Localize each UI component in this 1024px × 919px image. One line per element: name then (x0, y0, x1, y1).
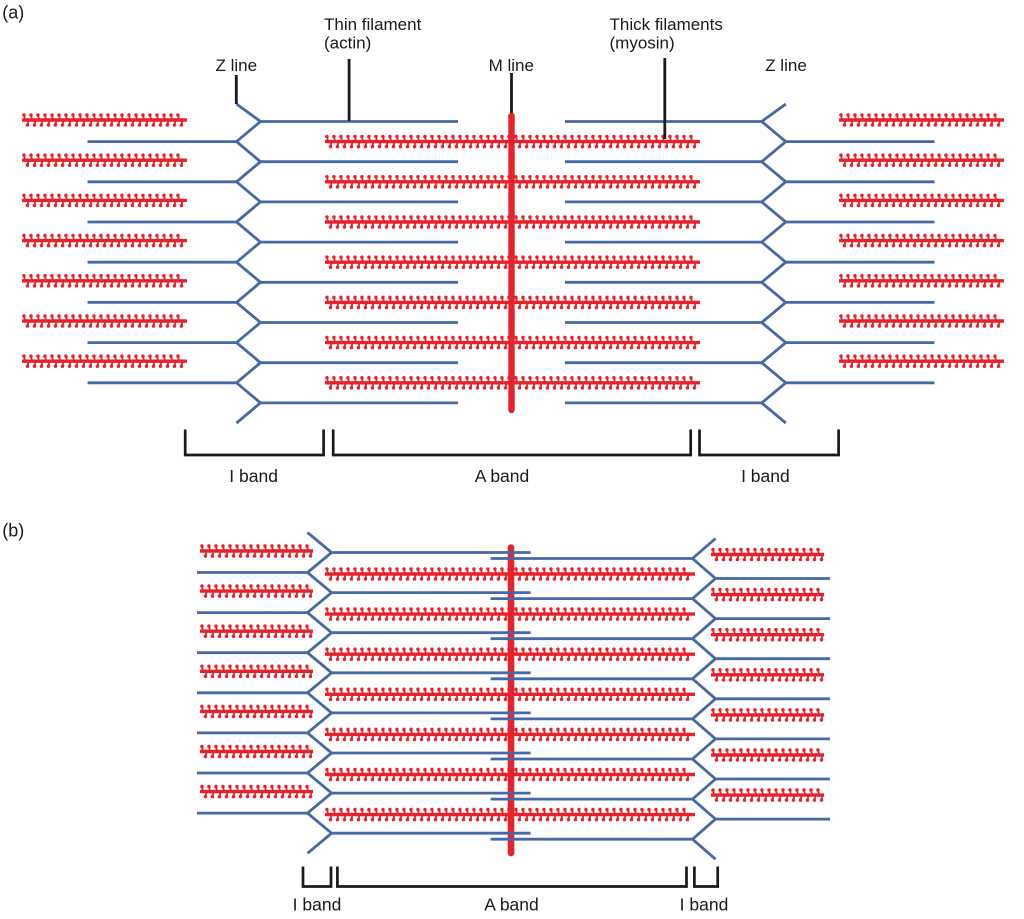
svg-text:I band: I band (229, 466, 278, 486)
svg-text:I band: I band (680, 895, 729, 915)
svg-text:M line: M line (489, 56, 534, 75)
svg-text:I band: I band (741, 466, 790, 486)
svg-text:(a): (a) (2, 3, 24, 23)
svg-text:(actin): (actin) (324, 34, 371, 53)
svg-text:Thin filament: Thin filament (324, 15, 422, 34)
svg-text:(myosin): (myosin) (610, 34, 675, 53)
svg-text:Thick filaments: Thick filaments (610, 15, 723, 34)
svg-text:(b): (b) (2, 521, 24, 541)
svg-text:I band: I band (293, 895, 342, 915)
svg-text:A band: A band (475, 466, 530, 486)
svg-text:A band: A band (484, 895, 539, 915)
svg-text:Z line: Z line (216, 56, 258, 75)
svg-text:Z line: Z line (765, 56, 807, 75)
